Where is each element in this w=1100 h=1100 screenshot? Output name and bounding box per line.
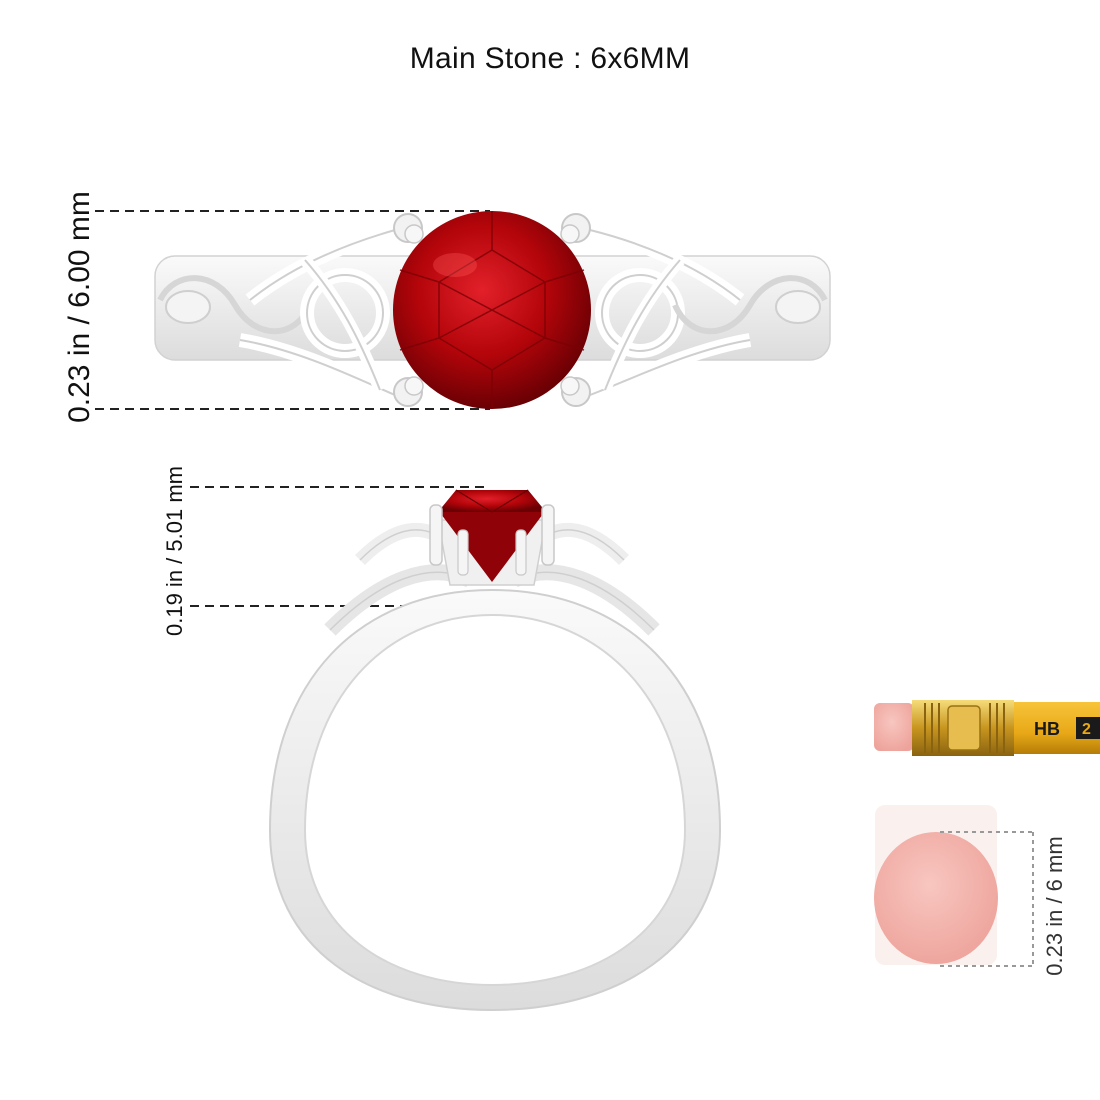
eraser-end-view [874, 805, 1035, 967]
ring-top-view [154, 211, 831, 409]
pencil-number-text: 2 [1082, 721, 1091, 738]
eraser-dimension-lines [940, 831, 1035, 967]
ring-side-view [268, 489, 722, 1012]
page-title: Main Stone : 6x6MM [409, 42, 691, 75]
gemstone-side-crown [438, 490, 546, 512]
dimension-lines [95, 210, 490, 607]
pencil-eraser [874, 703, 914, 751]
pencil-illustration: HB 2 [874, 700, 1100, 756]
pencil-grade-text: HB [1034, 719, 1060, 739]
eraser-circle [874, 832, 998, 964]
gemstone-side-pavilion [438, 510, 546, 582]
